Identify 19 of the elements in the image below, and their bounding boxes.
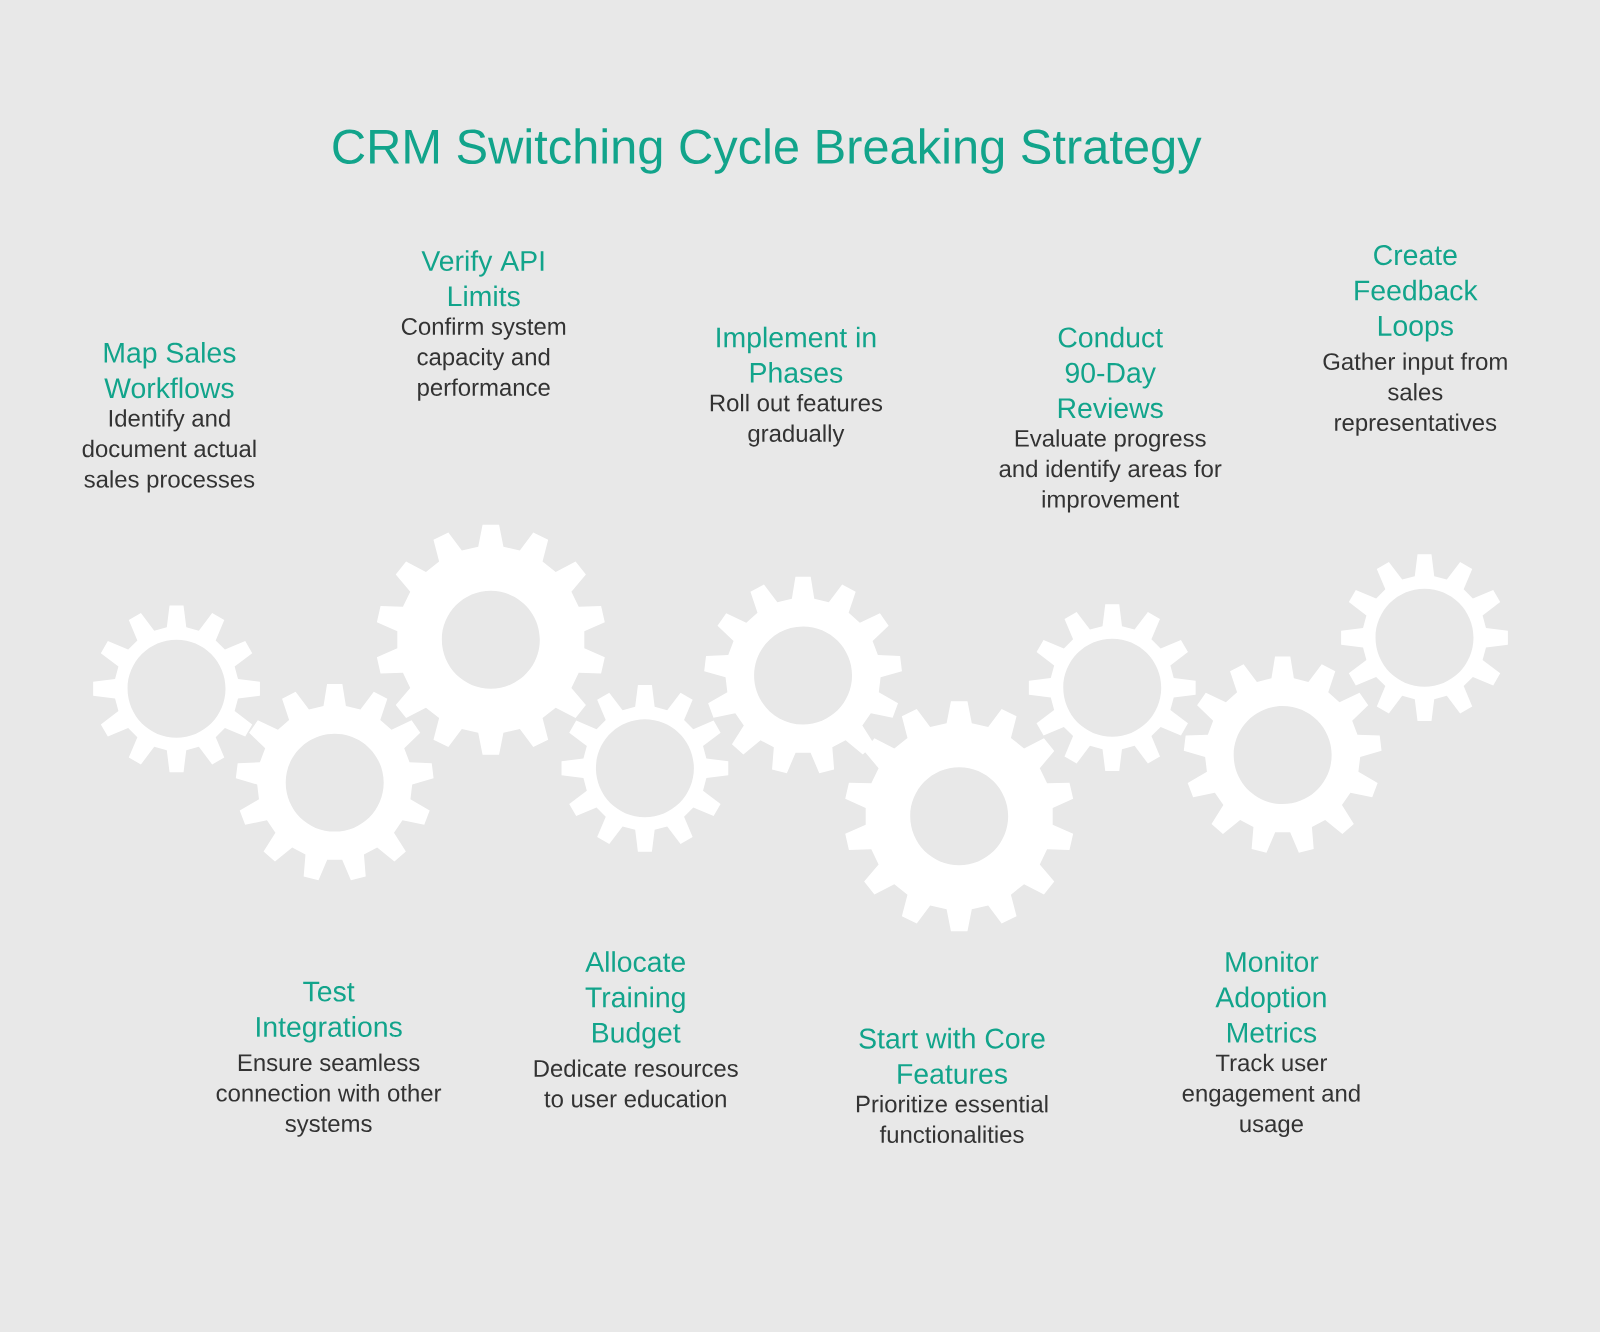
step-heading: Verify API Limits [421,250,544,307]
step-description: Evaluate progress and identify areas for improvement [999,429,1222,513]
step-heading: Start with Core Features [859,1027,1045,1084]
step-heading: Conduct 90-Day Reviews [1058,326,1163,419]
step-description: Gather input from sales representatives [1323,352,1507,436]
title: CRM Switching Cycle Breaking Strategy [333,128,1202,174]
step-description: Dedicate resources to user education [534,1059,738,1108]
step-description: Prioritize essential functionalities [856,1095,1048,1144]
step-description: Ensure seamless connection with other systems [216,1053,442,1137]
step-heading: Allocate Training Budget [585,951,685,1049]
step-description: Track user engagement and usage [1182,1053,1360,1138]
step-heading: Monitor Adoption Metrics [1215,951,1326,1043]
step-description: Confirm system capacity and performance [401,317,566,401]
step-description: Identify and document actual sales processes [82,409,256,493]
step-heading: Map Sales Workflows [104,342,236,399]
step-description: Roll out features gradually [710,393,883,447]
step-heading: Create Feedback Loops [1355,245,1478,342]
step-heading: Test Integrations [257,981,402,1043]
step-heading: Implement in Phases [717,326,876,383]
